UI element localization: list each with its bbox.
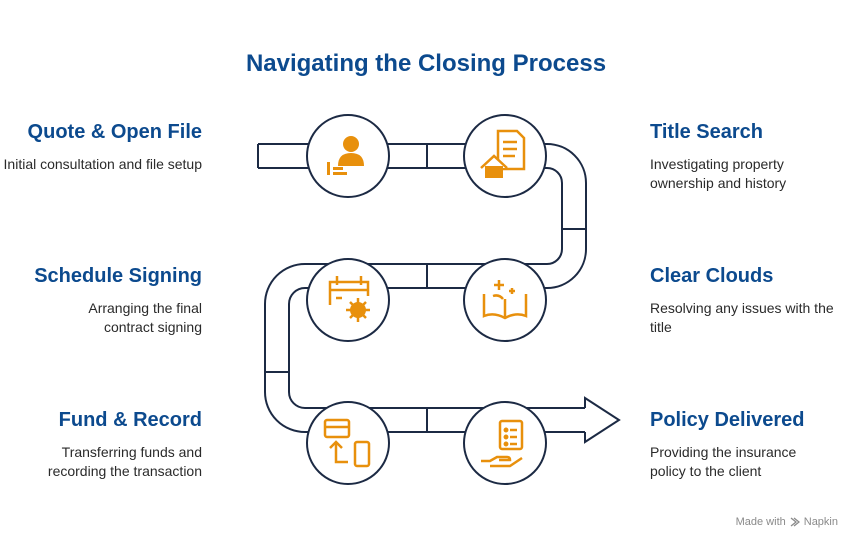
brand-label: Napkin [803,516,838,528]
step-title: Policy Delivered [650,409,805,431]
napkin-logo-icon [790,517,800,527]
step-description: Providing the insurance policy to the cl… [650,444,797,479]
napkin-watermark: Made with Napkin [736,516,838,528]
book-sparkle-icon [482,280,528,320]
step-title: Schedule Signing [34,265,202,287]
person-id-icon [327,136,364,175]
step-description: Initial consultation and file setup [3,156,202,172]
made-with-label: Made with [735,516,786,528]
step-description: Resolving any issues with the title [650,300,834,335]
step-title: Fund & Record [58,409,202,431]
calendar-gear-icon [328,276,370,322]
card-phone-transfer-icon [323,418,371,468]
step-description: Arranging the final contract signing [88,300,202,335]
diagram-title: Navigating the Closing Process [245,50,607,77]
house-document-icon [480,129,526,178]
step-title: Clear Clouds [650,265,774,287]
step-description: Transferring funds and recording the tra… [47,444,202,479]
step-title: Quote & Open File [27,121,202,143]
step-title: Title Search [650,121,764,143]
step-description: Investigating property ownership and his… [650,156,787,191]
hand-document-icon [481,419,524,468]
step-circle-4 [306,258,390,342]
step-circle-5 [306,401,390,485]
